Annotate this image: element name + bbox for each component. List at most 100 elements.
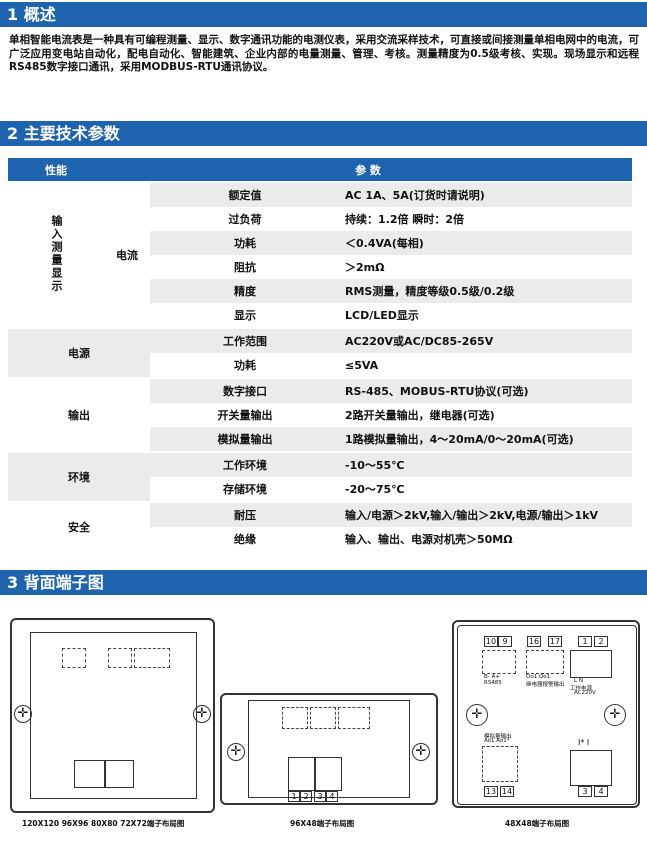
table-row: 开关量输出 2路开关量输出，继电器(可选) <box>8 403 632 427</box>
caption-96x48: 96X48端子布局图 <box>290 819 355 828</box>
row-value: 输入、输出、电源对机壳＞50MΩ <box>345 533 513 546</box>
table-row: 存储环境 -20～75℃ <box>8 477 632 502</box>
current-pins: I* I <box>578 738 590 747</box>
group-input: 输入测量显示 <box>50 214 63 293</box>
row-label: 功耗 <box>150 231 340 255</box>
table-row: 电源 工作范围 AC220V或AC/DC85-265V <box>8 327 632 378</box>
screw-icon: ✛ <box>466 704 488 726</box>
terminal-zone <box>282 707 308 729</box>
row-label: 显示 <box>234 309 256 322</box>
analog-label: 模拟量输出 <box>484 734 512 740</box>
terminal-label: 2 <box>300 791 312 802</box>
row-label: 过负荷 <box>228 213 262 226</box>
row-label: 功耗 <box>234 359 256 372</box>
row-label: 存储环境 <box>223 483 267 496</box>
group-power: 电源 <box>8 327 150 378</box>
terminal-label: 4 <box>594 786 608 797</box>
group-safety: 安全 <box>8 501 150 551</box>
terminal-label: 17 <box>548 636 562 647</box>
terminal-label: 1 <box>288 791 300 802</box>
row-value: 1路模拟量输出，4～20mA/0～20mA(可选) <box>340 427 632 452</box>
terminal-block <box>288 757 316 791</box>
row-value: ＞2mΩ <box>345 261 385 274</box>
screw-icon: ✛ <box>412 743 430 761</box>
terminal-zone <box>482 650 516 674</box>
table-row: 阻抗 ＞2mΩ <box>8 255 632 279</box>
intro-paragraph: 单相智能电流表是一种具有可编程测量、显示、数字通讯功能的电测仪表，采用交流采样技… <box>9 34 639 73</box>
terminal-label: 1 <box>578 636 592 647</box>
power-pins: L N <box>574 678 583 684</box>
table-row: 显示 LCD/LED显示 <box>8 303 632 328</box>
section-params-header: 2 主要技术参数 <box>0 121 647 146</box>
table-row: 功耗 ≤5VA <box>8 353 632 378</box>
relay-pins: Oo1 Oo1 <box>526 674 551 680</box>
table-row: 环境 工作环境 -10～55℃ <box>8 451 632 502</box>
screw-icon: ✛ <box>227 743 245 761</box>
terminal-zone <box>108 648 132 668</box>
row-label: 开关量输出 <box>217 409 273 422</box>
row-value: RMS测量，精度等级0.5级/0.2级 <box>340 279 632 303</box>
table-row: 输入测量显示 电流 额定值 AC 1A、5A(订货时请说明) <box>8 181 632 328</box>
header-param: 参 数 <box>104 158 632 182</box>
terminal-label: 3 <box>314 791 326 802</box>
header-perf: 性能 <box>8 158 104 182</box>
terminal-block <box>570 650 612 678</box>
terminal-label: 9 <box>498 636 512 647</box>
row-value: 2路开关量输出，继电器(可选) <box>345 409 495 422</box>
terminal-zone <box>134 648 170 668</box>
row-value: -10～55℃ <box>340 451 632 477</box>
ac220-label: AC220V <box>574 690 596 696</box>
row-label: 数字接口 <box>150 377 340 403</box>
row-label: 额定值 <box>150 181 340 207</box>
row-label: 工作环境 <box>150 451 340 477</box>
screw-icon: ✛ <box>14 705 32 723</box>
terminal-zone <box>338 707 370 729</box>
table-row: 安全 耐压 输入/电源＞2kV,输入/输出＞2kV,电源/输出＞1kV <box>8 501 632 551</box>
row-value: ≤5VA <box>345 358 379 372</box>
caption-48x48: 48X48端子布局图 <box>505 819 570 828</box>
terminal-block <box>314 757 342 791</box>
rs485-pins: B- A+ <box>484 674 500 680</box>
power-label: 工作电源 <box>570 686 593 692</box>
row-label: 绝缘 <box>234 533 256 546</box>
terminal-zone <box>526 650 564 674</box>
group-output: 输出 <box>8 377 150 452</box>
terminal-block <box>74 760 106 788</box>
group-current: 电流 <box>104 181 150 328</box>
diagram-large: ✛ ✛ <box>10 618 215 813</box>
row-value: AC220V或AC/DC85-265V <box>340 327 632 353</box>
diagram-96x48: ✛ ✛ 1 2 3 4 <box>220 693 438 805</box>
table-header-row: 性能 参 数 <box>8 158 632 182</box>
row-value: -20～75℃ <box>345 483 405 496</box>
rs485-label: RS485 <box>484 680 502 686</box>
terminal-label: 16 <box>527 636 541 647</box>
row-label: 阻抗 <box>234 261 256 274</box>
terminal-label: 3 <box>578 786 592 797</box>
caption-large: 120X120 96X96 80X80 72X72端子布局图 <box>22 819 185 828</box>
row-label: 耐压 <box>150 501 340 527</box>
terminal-label: 2 <box>594 636 608 647</box>
group-env: 环境 <box>8 451 150 502</box>
screw-icon: ✛ <box>193 705 211 723</box>
row-label: 精度 <box>150 279 340 303</box>
row-value: RS-485、MOBUS-RTU协议(可选) <box>340 377 632 403</box>
row-value: LCD/LED显示 <box>345 309 419 322</box>
row-value: ＜0.4VA(每相) <box>340 231 632 255</box>
row-value: 输入/电源＞2kV,输入/输出＞2kV,电源/输出＞1kV <box>340 501 632 527</box>
row-value: 持续：1.2倍 瞬时：2倍 <box>345 213 464 226</box>
spec-table: 性能 参 数 输入测量显示 电流 额定值 AC 1A、5A(订货时请说明) 过负… <box>8 158 632 551</box>
terminal-zone <box>62 648 86 668</box>
table-row: 过负荷 持续：1.2倍 瞬时：2倍 <box>8 207 632 231</box>
diagram-48x48: 10 9 16 17 1 2 B- A+ RS485 Oo1 Oo1 继电器报警… <box>452 620 640 808</box>
table-row: 功耗＜0.4VA(每相) <box>8 231 632 255</box>
table-row: 绝缘 输入、输出、电源对机壳＞50MΩ <box>8 527 632 551</box>
terminal-zone <box>482 746 518 782</box>
table-row: 输出 数字接口 RS-485、MOBUS-RTU协议(可选) <box>8 377 632 452</box>
diagram-48x48-inner <box>457 625 637 805</box>
screw-icon: ✛ <box>604 704 626 726</box>
terminal-block <box>104 760 134 788</box>
section-overview-header: 1 概述 <box>0 2 647 27</box>
section-terminals-header: 3 背面端子图 <box>0 570 647 595</box>
